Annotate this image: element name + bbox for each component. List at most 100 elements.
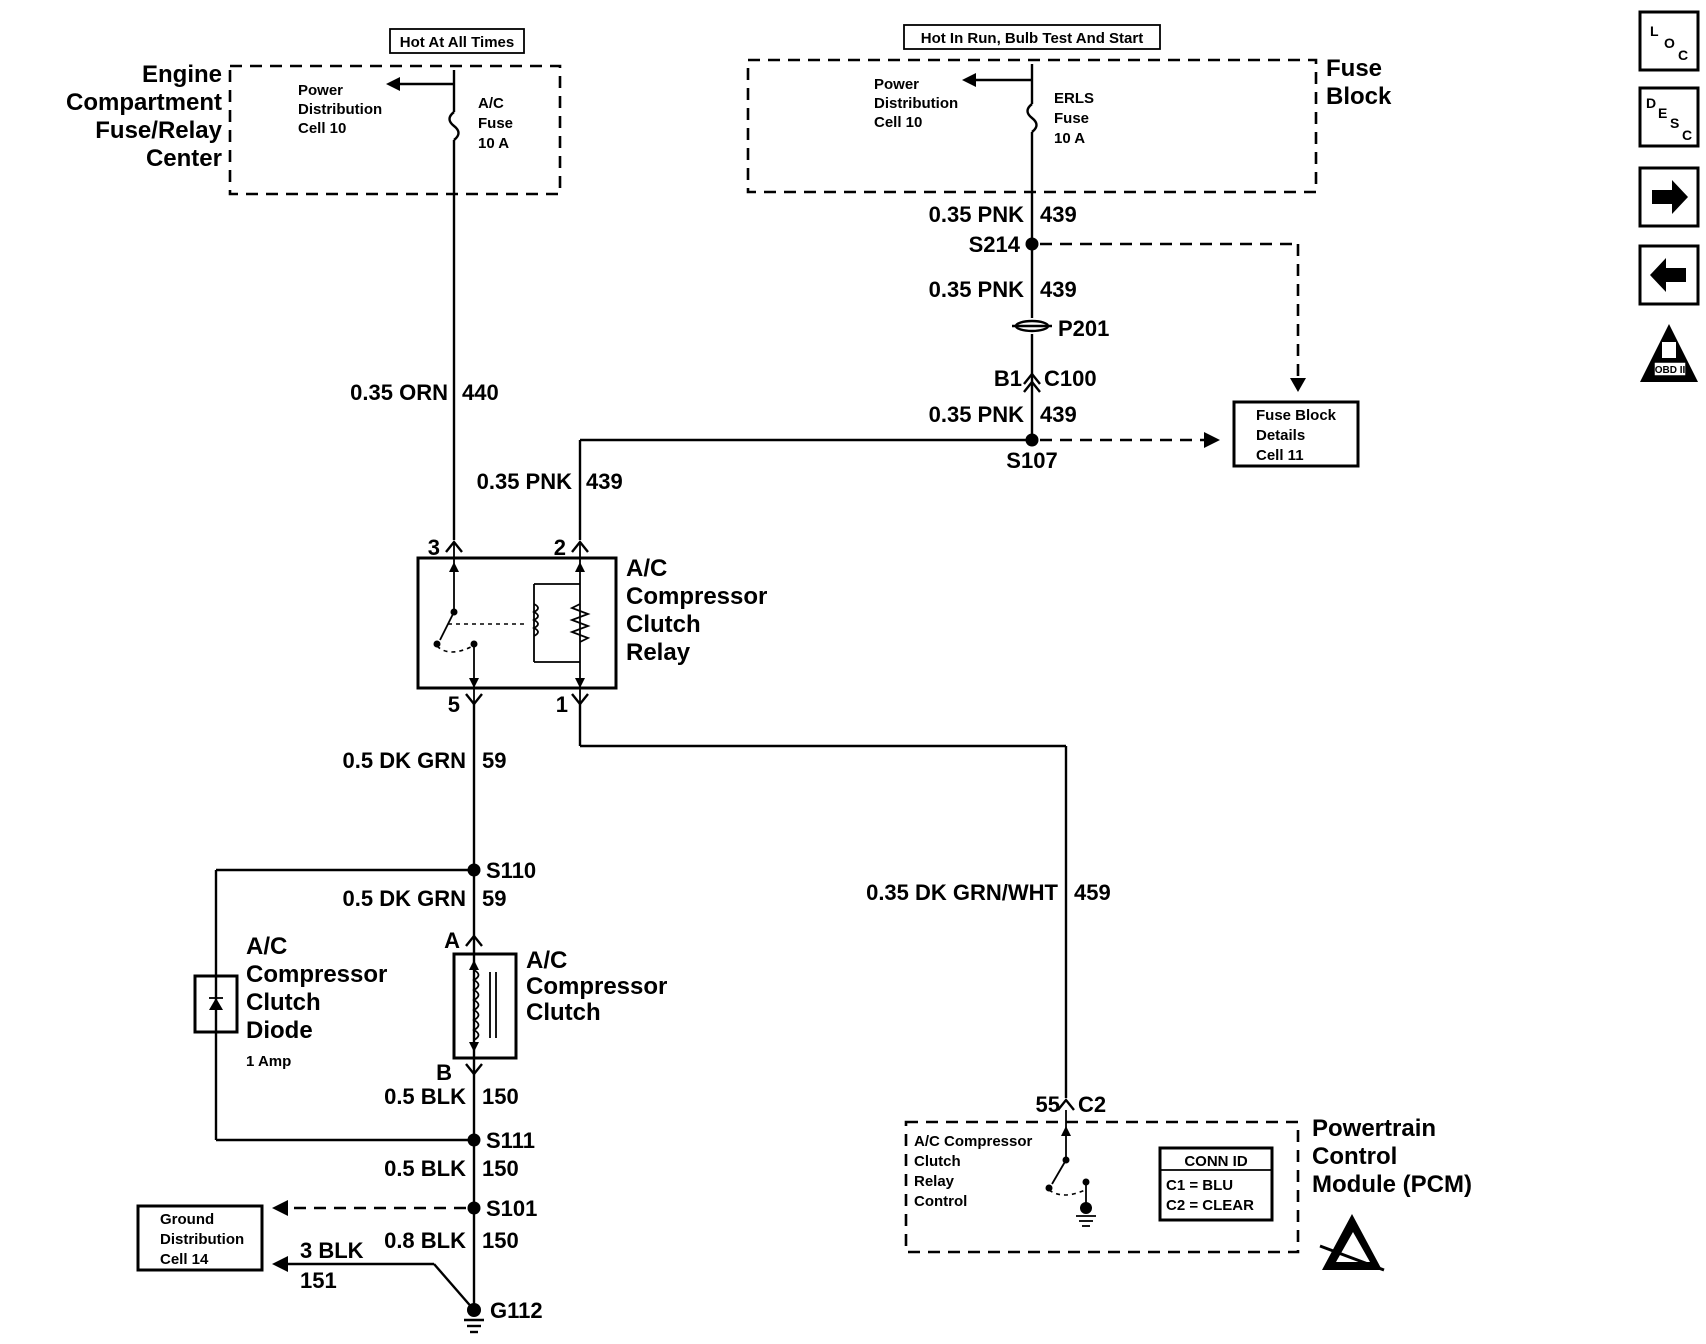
svg-text:Fuse: Fuse — [1054, 110, 1089, 127]
svg-text:C: C — [1682, 127, 1692, 143]
svg-text:C100: C100 — [1044, 366, 1097, 391]
svg-text:Fuse Block: Fuse Block — [1256, 407, 1337, 424]
svg-text:Power: Power — [874, 76, 919, 93]
clutch-pin-a: A — [444, 928, 460, 953]
wire-pnk-low-num: 439 — [1040, 402, 1077, 427]
wire-dkgrn59b-num: 59 — [482, 886, 506, 911]
wire-orn440-num: 440 — [462, 380, 499, 405]
powertrain-control-module: Powertrain Control Module (PCM) A/C Comp… — [904, 1110, 1472, 1254]
svg-text:Clutch: Clutch — [914, 1153, 961, 1170]
previous-button[interactable] — [1638, 244, 1700, 306]
wire-blk150c-color: 0.8 BLK — [384, 1228, 466, 1253]
ground-g112: G112 — [464, 1298, 543, 1334]
wire-blk151-color: 3 BLK — [300, 1238, 364, 1263]
svg-text:Module (PCM): Module (PCM) — [1312, 1171, 1472, 1198]
splice-s110: S110 — [214, 858, 536, 1142]
svg-text:L: L — [1650, 23, 1659, 39]
svg-text:Compressor: Compressor — [626, 583, 767, 610]
wire-blk150a-num: 150 — [482, 1084, 519, 1109]
splice-s107: S107 — [578, 432, 1220, 540]
svg-text:S: S — [1670, 115, 1679, 131]
wire-dkgrn59b-color: 0.5 DK GRN — [343, 886, 466, 911]
wire-pnk-relay-num: 439 — [586, 469, 623, 494]
wire-dkgrn59a-color: 0.5 DK GRN — [343, 748, 466, 773]
wire-blk150b-num: 150 — [482, 1156, 519, 1181]
relay-pin-2: 2 — [554, 535, 566, 560]
svg-text:S110: S110 — [486, 858, 536, 883]
svg-text:Compartment: Compartment — [66, 89, 222, 116]
description-button[interactable]: D E S C — [1638, 86, 1700, 148]
wire-pnk-relay-color: 0.35 PNK — [477, 469, 572, 494]
svg-text:Relay: Relay — [914, 1173, 955, 1190]
svg-text:Distribution: Distribution — [298, 101, 382, 118]
wire-blk150a-color: 0.5 BLK — [384, 1084, 466, 1109]
svg-text:Control: Control — [1312, 1143, 1397, 1170]
svg-text:Clutch: Clutch — [626, 611, 701, 638]
pcm-connector-c2: 55 C2 — [1036, 1092, 1107, 1117]
svg-text:Hot In Run, Bulb Test And Star: Hot In Run, Bulb Test And Start — [921, 30, 1143, 47]
ac-compressor-clutch-relay: 3 2 5 1 A/C Compressor Clutch Relay — [416, 535, 767, 717]
wire-blk151-num: 151 — [300, 1268, 337, 1293]
svg-text:Cell 14: Cell 14 — [160, 1251, 209, 1268]
svg-text:Ground: Ground — [160, 1211, 214, 1228]
arrow-left-icon — [1650, 258, 1686, 292]
svg-text:Relay: Relay — [626, 639, 691, 666]
svg-text:C: C — [1678, 47, 1688, 63]
relay-pin-3: 3 — [428, 535, 440, 560]
location-button[interactable]: L O C — [1638, 10, 1700, 72]
ac-compressor-clutch-diode: A/C Compressor Clutch Diode 1 Amp — [193, 933, 387, 1070]
svg-text:D: D — [1646, 95, 1656, 111]
svg-text:A/C: A/C — [526, 947, 567, 974]
ground-distribution-box[interactable]: Ground Distribution Cell 14 — [136, 1204, 264, 1272]
svg-text:S214: S214 — [969, 232, 1021, 257]
svg-text:C2 = CLEAR: C2 = CLEAR — [1166, 1197, 1254, 1214]
splice-s111: S111 — [467, 1128, 535, 1153]
esd-warning-icon — [1319, 1214, 1385, 1272]
svg-text:ERLS: ERLS — [1054, 90, 1094, 107]
svg-text:CONN ID: CONN ID — [1184, 1153, 1248, 1170]
svg-text:Fuse: Fuse — [1326, 55, 1382, 82]
svg-text:Clutch: Clutch — [526, 999, 601, 1026]
svg-text:Block: Block — [1326, 83, 1392, 110]
relay-pin-5: 5 — [448, 692, 460, 717]
obd-ii-button[interactable]: OBD II — [1640, 324, 1698, 382]
svg-text:1 Amp: 1 Amp — [246, 1053, 291, 1070]
connector-c100: B1 C100 — [994, 366, 1097, 393]
svg-text:OBD II: OBD II — [1655, 365, 1686, 376]
relay-pin-1: 1 — [556, 692, 568, 717]
svg-text:Power: Power — [298, 82, 343, 99]
wire-pnk-top-num: 439 — [1040, 202, 1077, 227]
wire-dkgrnwht-num: 459 — [1074, 880, 1111, 905]
svg-text:S107: S107 — [1006, 448, 1057, 473]
wire-pnk-low-color: 0.35 PNK — [929, 402, 1024, 427]
wire-pnk-mid-color: 0.35 PNK — [929, 277, 1024, 302]
ac-fuse-symbol — [386, 70, 460, 540]
svg-text:P201: P201 — [1058, 316, 1109, 341]
svg-text:55: 55 — [1036, 1092, 1060, 1117]
hot-at-all-times-label: Hot At All Times — [389, 28, 525, 54]
wire-blk151 — [272, 1256, 475, 1311]
wire-dkgrn59a-num: 59 — [482, 748, 506, 773]
svg-text:C2: C2 — [1078, 1092, 1106, 1117]
svg-text:A/C: A/C — [626, 555, 667, 582]
engine-fuse-relay-center: Engine Compartment Fuse/Relay Center Pow… — [66, 61, 562, 196]
svg-text:Center: Center — [146, 145, 222, 172]
splice-s101: S101 — [272, 1196, 537, 1221]
svg-text:Control: Control — [914, 1193, 967, 1210]
svg-text:10 A: 10 A — [1054, 130, 1085, 147]
arrow-right-icon — [1652, 180, 1688, 214]
svg-text:Details: Details — [1256, 427, 1305, 444]
svg-text:B1: B1 — [994, 366, 1022, 391]
fuse-block-details-box[interactable]: Fuse Block Details Cell 11 — [1232, 400, 1360, 468]
conn-id-table: CONN ID C1 = BLU C2 = CLEAR — [1158, 1146, 1274, 1222]
wire-pnk-top-color: 0.35 PNK — [929, 202, 1024, 227]
svg-text:Distribution: Distribution — [160, 1231, 244, 1248]
svg-text:10 A: 10 A — [478, 135, 509, 152]
svg-text:O: O — [1664, 35, 1675, 51]
svg-text:Cell 10: Cell 10 — [874, 114, 922, 131]
svg-text:Fuse/Relay: Fuse/Relay — [95, 117, 222, 144]
wire-pnk-mid-num: 439 — [1040, 277, 1077, 302]
wire-orn440-color: 0.35 ORN — [350, 380, 448, 405]
next-button[interactable] — [1638, 166, 1700, 228]
